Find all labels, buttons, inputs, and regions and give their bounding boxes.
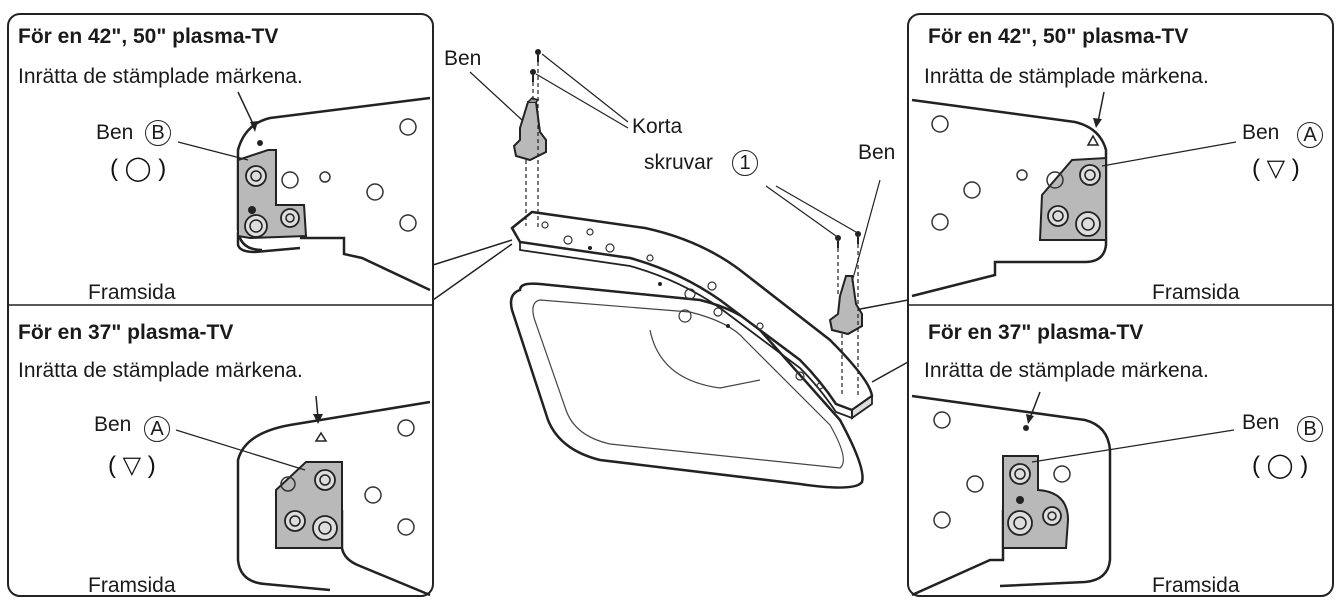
top-left-circle-mark: ( ◯ ) [110, 155, 167, 182]
top-right-instruction: Inrätta de stämplade märkena. [924, 65, 1209, 88]
top-right-front-label: Framsida [1152, 281, 1240, 304]
bottom-right-leg-label: Ben [1242, 411, 1280, 434]
top-right-triangle-mark: ( ▽ ) [1252, 155, 1300, 182]
screws-number-badge: 1 [732, 150, 758, 176]
center-assembly-drawing [432, 49, 909, 489]
bottom-left-triangle-mark: ( ▽ ) [108, 452, 156, 479]
bottom-left-leg-label: Ben [94, 413, 132, 436]
center-right-leg-label: Ben [858, 141, 896, 164]
screws-label-line1: Korta [632, 115, 683, 138]
top-right-leg-label: Ben [1242, 121, 1280, 144]
top-right-detail-drawing [911, 91, 1237, 298]
top-left-instruction: Inrätta de stämplade märkena. [18, 65, 303, 88]
screws-label-line2: skruvar [644, 151, 713, 174]
top-left-front-label: Framsida [88, 281, 176, 304]
bottom-right-detail-drawing [911, 391, 1235, 596]
top-right-leg-letter: A [1297, 122, 1323, 148]
top-left-leg-letter: B [145, 120, 171, 146]
top-right-panel-title: För en 42", 50" plasma-TV [928, 25, 1189, 48]
bottom-left-detail-drawing [175, 395, 431, 596]
bottom-left-front-label: Framsida [88, 574, 176, 597]
bottom-left-leg-letter: A [144, 416, 170, 442]
bottom-right-instruction: Inrätta de stämplade märkena. [924, 359, 1209, 382]
center-left-leg-label: Ben [444, 47, 482, 70]
top-left-detail-drawing [177, 91, 431, 292]
bottom-right-front-label: Framsida [1152, 574, 1240, 597]
top-left-leg-label: Ben [96, 121, 134, 144]
bottom-right-leg-letter: B [1297, 416, 1323, 442]
top-left-panel-title: För en 42", 50" plasma-TV [18, 25, 279, 48]
bottom-left-panel-title: För en 37" plasma-TV [18, 321, 234, 344]
bottom-left-instruction: Inrätta de stämplade märkena. [18, 359, 303, 382]
bottom-right-circle-mark: ( ◯ ) [1252, 452, 1309, 479]
bottom-right-panel-title: För en 37" plasma-TV [928, 321, 1144, 344]
